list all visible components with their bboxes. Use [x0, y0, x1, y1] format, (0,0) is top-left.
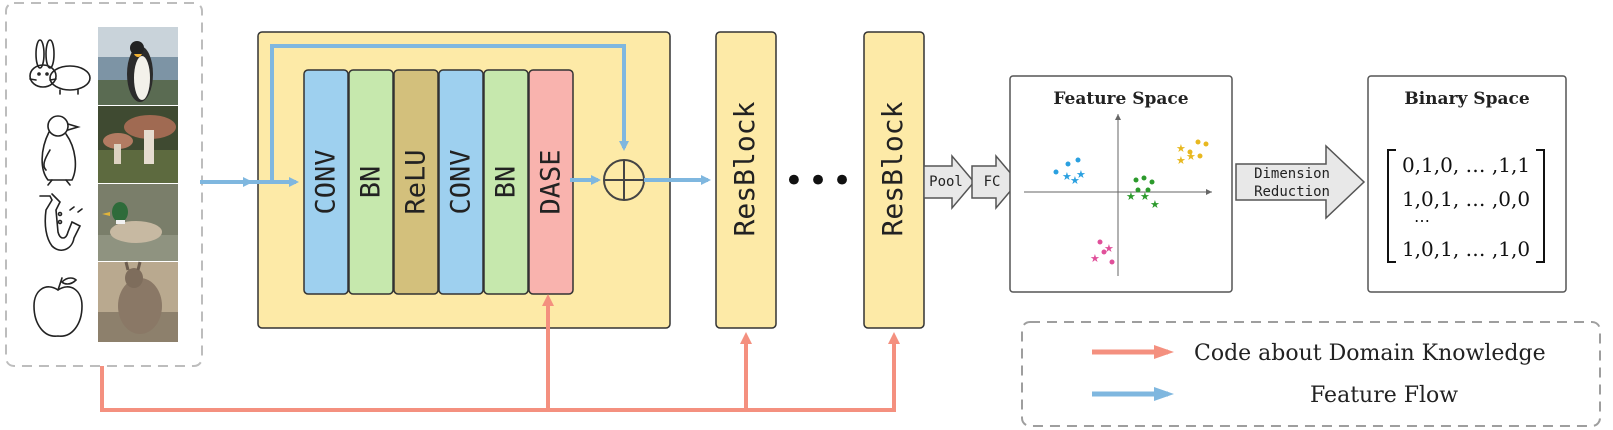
kangaroo-photo [98, 261, 178, 342]
saxophone-sketch-icon [39, 193, 83, 251]
legend-domain-label: Code about Domain Knowledge [1194, 341, 1546, 366]
domain-code-paths [100, 294, 900, 412]
penguin-sketch-icon [41, 115, 81, 186]
legend-flow-label: Feature Flow [1310, 383, 1458, 408]
apple-sketch-icon [33, 277, 83, 337]
add-operation-icon [603, 159, 645, 201]
layer-relu-2: ReLU [393, 69, 439, 295]
binary-space-title: Binary Space [1404, 89, 1529, 109]
svg-text:★: ★ [1150, 198, 1160, 211]
layer-label: BN [491, 166, 522, 199]
binary-row-2: 1,0,1, … ,0,0 [1402, 187, 1530, 211]
cluster-green: ★★★ [1126, 175, 1160, 211]
input-samples-box [5, 2, 203, 367]
layer-label: BN [356, 166, 387, 199]
svg-text:★: ★ [1186, 150, 1196, 163]
layer-stack: CONV BN ReLU CONV BN DASE [303, 69, 574, 295]
pool-label: Pool [929, 174, 963, 190]
resblock-1-label: ResBlock [728, 101, 761, 236]
layer-dase-5: DASE [528, 69, 574, 295]
svg-text:★: ★ [1126, 190, 1136, 203]
rabbit-sketch-icon [29, 39, 91, 95]
layer-conv-3: CONV [438, 69, 484, 295]
svg-text:★: ★ [1062, 170, 1072, 183]
svg-text:★: ★ [1070, 174, 1080, 187]
mushroom-photo [98, 106, 178, 183]
layer-label: CONV [311, 149, 342, 214]
feature-space-panel: Feature Space ★★★ ★★★ ★★★ ★★ [1009, 75, 1233, 293]
layer-bn-4: BN [483, 69, 529, 295]
pool-arrow: Pool [923, 153, 975, 211]
resblock-2: ResBlock [863, 31, 925, 329]
layer-label: DASE [536, 149, 567, 214]
svg-text:★: ★ [1140, 190, 1150, 203]
cluster-yellow: ★★★ [1176, 139, 1209, 167]
dimension-label: Dimension [1254, 166, 1330, 182]
svg-text:★: ★ [1176, 154, 1186, 167]
binary-row-1: 0,1,0, … ,1,1 [1402, 153, 1530, 177]
layer-conv-0: CONV [303, 69, 349, 295]
resblock-1: ResBlock [715, 31, 777, 329]
dimension-reduction-arrow: Dimension Reduction [1235, 144, 1366, 220]
duck-photo [98, 184, 178, 261]
fc-label: FC [984, 174, 1001, 190]
cluster-pink: ★★ [1090, 239, 1115, 265]
svg-text:★: ★ [1176, 142, 1186, 155]
svg-text:★: ★ [1076, 168, 1086, 181]
resblock-2-label: ResBlock [876, 101, 909, 236]
layer-label: ReLU [401, 149, 432, 214]
cluster-blue: ★★★ [1053, 157, 1086, 187]
reduction-label: Reduction [1254, 184, 1330, 200]
binary-row-ellipsis: ⋯ [1414, 211, 1430, 230]
ellipsis: ••• [784, 161, 856, 201]
feature-space-title: Feature Space [1053, 89, 1188, 109]
legend: Code about Domain Knowledge Feature Flow [1021, 321, 1601, 427]
fc-arrow: FC [971, 153, 1019, 211]
binary-row-3: 1,0,1, … ,1,0 [1402, 237, 1530, 261]
layer-bn-1: BN [348, 69, 394, 295]
layer-label: CONV [446, 149, 477, 214]
svg-text:★: ★ [1104, 242, 1114, 255]
binary-space-panel: Binary Space 0,1,0, … ,1,1 1,0,1, … ,0,0… [1367, 75, 1567, 293]
svg-text:★: ★ [1090, 252, 1100, 265]
penguin-photo [98, 27, 178, 105]
